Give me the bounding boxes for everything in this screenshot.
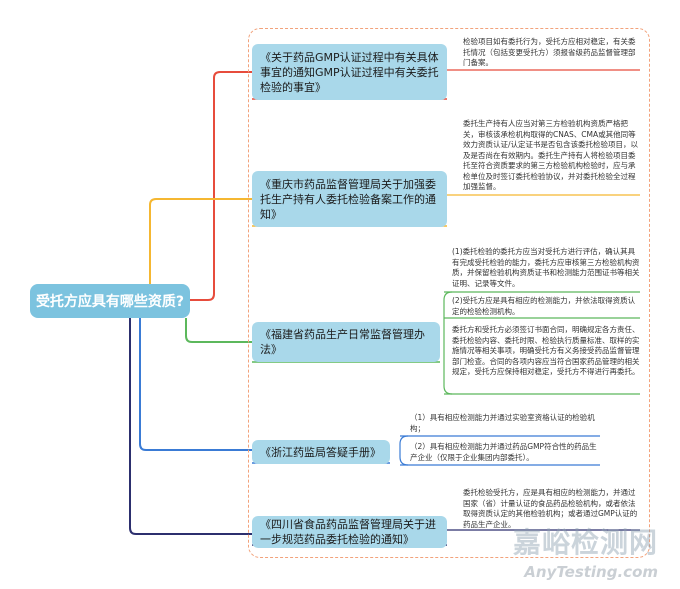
connector-branch-5 xyxy=(129,318,252,535)
watermark-line-1: 嘉峪检测网 xyxy=(512,526,658,559)
source-node-5-label: 《四川省食品药品监督管理局关于进一步规范药品委托检验的通知》 xyxy=(260,518,436,546)
source-node-5[interactable]: 《四川省食品药品监督管理局关于进一步规范药品委托检验的通知》 xyxy=(252,516,447,548)
source-node-2-label: 《重庆市药品监督管理局关于加强委托生产持有人委托检验备案工作的通知》 xyxy=(260,177,436,221)
source-node-2[interactable]: 《重庆市药品监督管理局关于加强委托生产持有人委托检验备案工作的通知》 xyxy=(252,171,447,227)
note-3b: (2)受托方应是具有相应的检测能力，并依法取得资质认定的检验检测机构。 xyxy=(452,296,636,316)
note-4a: （1）具有相应检测能力并通过实验室资格认证的检验机构； xyxy=(410,413,595,433)
connector-branch-3-bracket xyxy=(443,291,453,395)
watermark-line-2: AnyTesting.com xyxy=(524,563,658,581)
root-node[interactable]: 受托方应具有哪些资质? xyxy=(30,284,190,318)
note-2: 委托生产持有人应当对第三方检验机构资质严格把关，审核该承检机构取得的CNAS、C… xyxy=(463,119,639,191)
note-5: 委托检验受托方，应是具有相应的检测能力，并通过国家（省）计量认证的食品药品检验机… xyxy=(463,488,638,529)
source-node-3[interactable]: 《福建省药品生产日常监督管理办法》 xyxy=(252,322,440,362)
dashed-frame xyxy=(248,28,650,558)
connector-branch-4 xyxy=(139,318,252,451)
connector-branch-3 xyxy=(185,318,252,343)
source-node-4[interactable]: 《浙江药监局答疑手册》 xyxy=(252,440,390,464)
connector-branch-4-bracket xyxy=(399,435,409,466)
source-node-1[interactable]: 《关于药品GMP认证过程中有关具体事宜的通知GMP认证过程中有关委托检验的事宜》 xyxy=(252,44,447,100)
note-1: 检验项目如有委托行为，受托方应相对稳定，有关委托情况（包括变更受托方）须报省级药… xyxy=(463,37,636,67)
note-4b: （2）具有相应检测能力并通过药品GMP符合性的药品生产企业（仅限于企业集团内部委… xyxy=(410,442,597,462)
source-node-4-label: 《浙江药监局答疑手册》 xyxy=(260,445,381,459)
source-node-1-label: 《关于药品GMP认证过程中有关具体事宜的通知GMP认证过程中有关委托检验的事宜》 xyxy=(260,50,439,94)
connector-branch-1 xyxy=(190,71,252,301)
source-node-3-label: 《福建省药品生产日常监督管理办法》 xyxy=(260,328,425,356)
root-label: 受托方应具有哪些资质? xyxy=(35,294,185,310)
note-3c: 委托方和受托方必须签订书面合同，明确规定各方责任、委托检验内容、委托时限、检验执… xyxy=(452,325,640,376)
note-3a: (1)委托检验的委托方应当对受托方进行评估，确认其具有完成受托检验的能力，委托方… xyxy=(452,247,640,288)
